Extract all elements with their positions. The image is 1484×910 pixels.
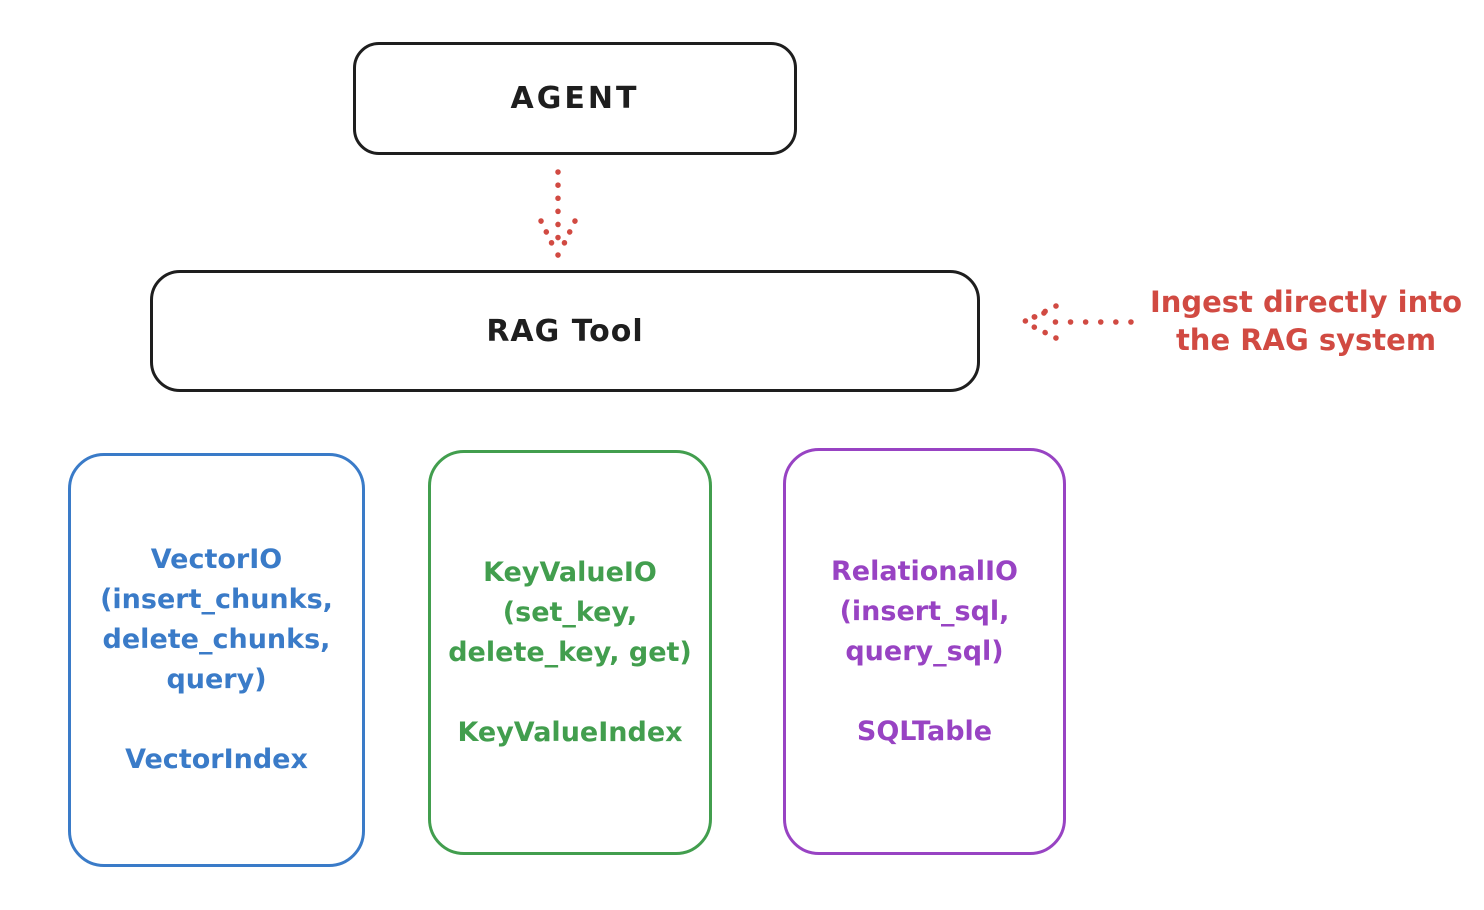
- relational-io-node: RelationalIO (insert_sql, query_sql) SQL…: [783, 448, 1066, 855]
- keyvalue-io-node: KeyValueIO (set_key, delete_key, get) Ke…: [428, 450, 712, 855]
- agent-node: AGENT: [353, 42, 797, 155]
- agent-to-ragtool-arrow: [538, 169, 578, 259]
- ingest-annotation-line2: the RAG system: [1175, 323, 1437, 357]
- vector-index-label: VectorIndex: [125, 744, 308, 775]
- keyvalue-io-methods-line2: delete_key, get): [448, 636, 692, 668]
- relational-io-title: RelationalIO: [831, 555, 1018, 587]
- sql-table-label: SQLTable: [856, 715, 993, 747]
- ingest-annotation: Ingest directly into the RAG system: [1128, 283, 1484, 359]
- vector-io-methods-line3: query): [166, 664, 267, 695]
- keyvalue-io-methods-line1: (set_key,: [502, 596, 638, 628]
- keyvalue-index-label: KeyValueIndex: [457, 716, 683, 748]
- ingest-annotation-line1: Ingest directly into: [1149, 285, 1463, 319]
- keyvalue-io-title: KeyValueIO: [483, 556, 657, 588]
- vector-io-methods-line1: (insert_chunks,: [100, 584, 333, 615]
- vector-io-title: VectorIO: [150, 544, 283, 575]
- vector-io-methods-line2: delete_chunks,: [102, 624, 331, 655]
- agent-node-label: AGENT: [510, 81, 640, 116]
- vector-io-node: VectorIO (insert_chunks, delete_chunks, …: [68, 453, 365, 867]
- ingest-annotation-arrow: [1020, 303, 1134, 341]
- rag-tool-node: RAG Tool: [150, 270, 980, 392]
- relational-io-methods-line2: query_sql): [845, 635, 1004, 667]
- rag-tool-node-label: RAG Tool: [486, 313, 644, 349]
- relational-io-methods-line1: (insert_sql,: [839, 595, 1010, 627]
